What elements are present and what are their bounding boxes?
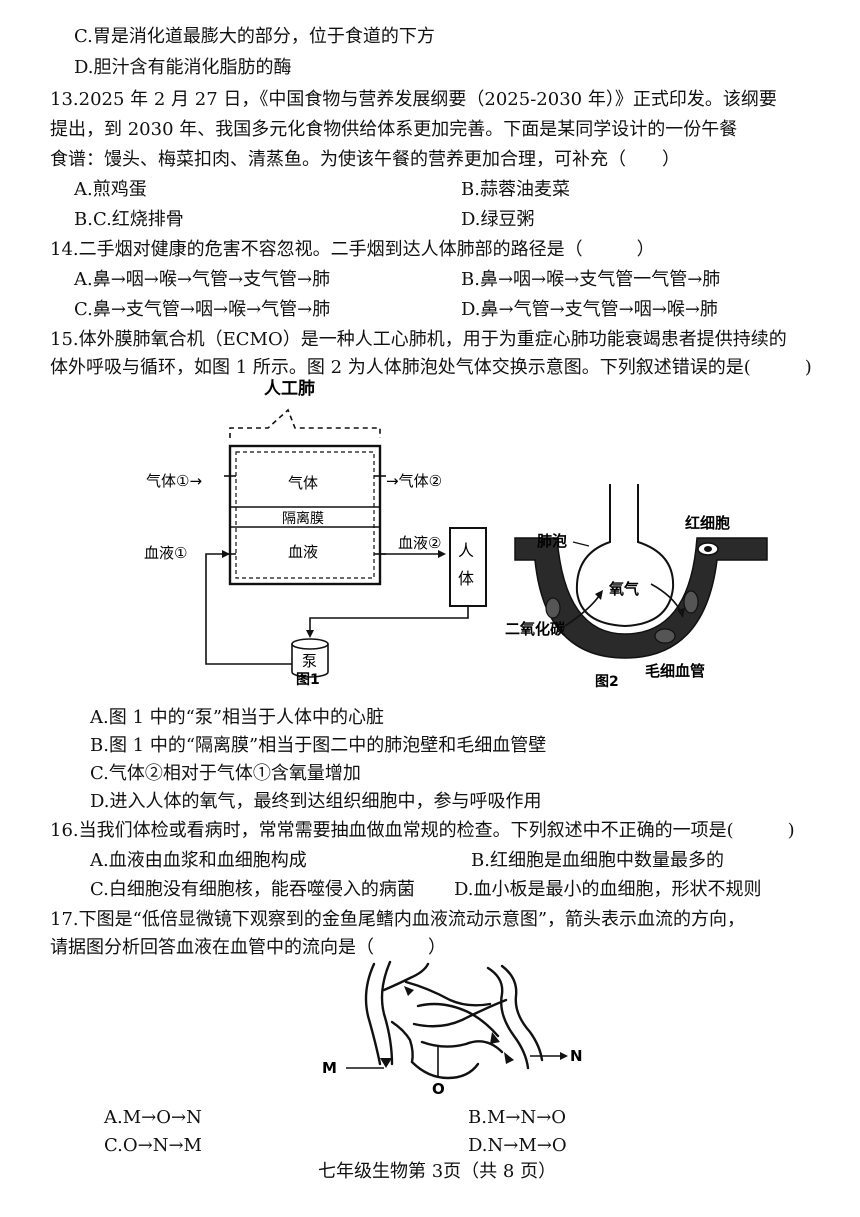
q17-stem-line1: 17.下图是“低倍显微镜下观察到的金鱼尾鳍内血液流动示意图”，箭头表示血流的方向… (50, 909, 746, 930)
pump-icon (291, 644, 329, 678)
figure-1-ecmo-diagram: 人工肺 气体 隔离膜 血液 气体①→ →气体② 血液① 血液② 人 体 泵 (144, 379, 487, 688)
q17-option-c: C.O→N→M (104, 1135, 202, 1156)
label-o: O (432, 1080, 445, 1096)
q13-option-a: A.煎鸡蛋 (74, 179, 147, 200)
blood-out-label: 血液② (398, 534, 441, 552)
q14-option-c: C.鼻→支气管→咽→喉→气管→肺 (74, 299, 331, 320)
prev-option-c: C.胃是消化道最膨大的部分，位于食道的下方 (74, 26, 435, 47)
artificial-lung-dashed-outline (229, 408, 381, 438)
q17-option-d: D.N→M→O (468, 1135, 567, 1156)
blood-in-label: 血液① (144, 544, 187, 562)
label-m: M (322, 1059, 337, 1077)
q13-option-d: D.绿豆粥 (461, 209, 535, 230)
q13-stem-line1: 13.2025 年 2 月 27 日，《中国食物与营养发展纲要（2025-203… (50, 89, 777, 110)
q16-stem: 16.当我们体检或看病时，常常需要抽血做血常规的检查。下列叙述中不正确的一项是(… (50, 820, 795, 841)
human-body-box (449, 527, 487, 607)
capillary-vessel (514, 537, 768, 659)
q14-stem: 14.二手烟对健康的危害不容忽视。二手烟到达人体肺部的路径是（ ） (50, 239, 655, 260)
body-label-2: 体 (458, 569, 474, 588)
gas-in-label: 气体①→ (146, 472, 202, 490)
carbon-dioxide-label: 二氧化碳 (505, 620, 566, 638)
artificial-lung-label: 人工肺 (264, 379, 315, 399)
q16-option-d: D.血小板是最小的血细胞，形状不规则 (454, 879, 762, 900)
red-blood-cell-label: 红细胞 (685, 514, 730, 532)
q15-option-b: B.图 1 中的“隔离膜”相当于图二中的肺泡壁和毛细血管壁 (90, 735, 547, 756)
q16-option-c: C.白细胞没有细胞核，能吞噬侵入的病菌 (90, 879, 415, 900)
ecmo-device-box (228, 444, 382, 586)
q15-option-d: D.进入人体的氧气，最终到达组织细胞中，参与呼吸作用 (90, 791, 542, 812)
goldfish-tail-blood-flow-diagram: M N O (322, 960, 583, 1096)
figure-2-caption: 图2 (595, 674, 619, 690)
q17-option-b: B.M→N→O (468, 1107, 567, 1128)
q13-option-c: B.C.红烧排骨 (74, 209, 184, 230)
figure-2-alveolus-diagram: 肺泡 红细胞 氧气 二氧化碳 毛细血管 图2 (505, 484, 768, 690)
q15-option-a: A.图 1 中的“泵”相当于人体中的心脏 (90, 707, 385, 728)
alveolus-shape (575, 484, 675, 628)
page-footer: 七年级生物第 3页（共 8 页） (318, 1161, 557, 1182)
q13-stem-line3: 食谱：馒头、梅菜扣肉、清蒸鱼。为使该午餐的营养更加合理，可补充（ ） (50, 149, 680, 170)
q15-stem-line2: 体外呼吸与循环，如图 1 所示。图 2 为人体肺泡处气体交换示意图。下列叙述错误… (50, 357, 812, 378)
membrane-label: 隔离膜 (282, 510, 324, 527)
q16-option-a: A.血液由血浆和血细胞构成 (90, 850, 307, 871)
q15-stem-line1: 15.体外膜肺氧合机（ECMO）是一种人工心肺机，用于为重症心肺功能衰竭患者提供… (50, 329, 787, 350)
ecmo-inner-dashed-box (235, 451, 375, 579)
label-n: N (570, 1047, 583, 1065)
q13-stem-line2: 提出，到 2030 年、我国多元化食物供给体系更加完善。下面是某同学设计的一份午… (50, 119, 738, 140)
q17-stem-line2: 请据图分析回答血液在血管中的流向是（ ） (50, 937, 446, 958)
gas-out-label: →气体② (386, 472, 442, 490)
blood-chamber-label: 血液 (288, 543, 318, 561)
q15-option-c: C.气体②相对于气体①含氧量增加 (90, 763, 361, 784)
gas-chamber-label: 气体 (288, 474, 318, 492)
figure-1-caption: 图1 (296, 672, 320, 688)
q14-option-d: D.鼻→气管→支气管→咽→喉→肺 (461, 299, 718, 320)
q14-option-b: B.鼻→咽→喉→支气管一气管→肺 (461, 269, 721, 290)
q16-option-b: B.红细胞是血细胞中数量最多的 (471, 850, 724, 871)
q13-option-b: B.蒜蓉油麦菜 (461, 179, 570, 200)
oxygen-label: 氧气 (608, 580, 639, 598)
body-label-1: 人 (458, 541, 474, 560)
capillary-label: 毛细血管 (645, 662, 705, 680)
alveolus-label: 肺泡 (537, 532, 567, 550)
q14-option-a: A.鼻→咽→喉→气管→支气管→肺 (74, 269, 331, 290)
prev-option-d: D.胆汁含有能消化脂肪的酶 (74, 57, 292, 78)
pump-label: 泵 (302, 652, 317, 670)
q17-option-a: A.M→O→N (104, 1107, 202, 1128)
